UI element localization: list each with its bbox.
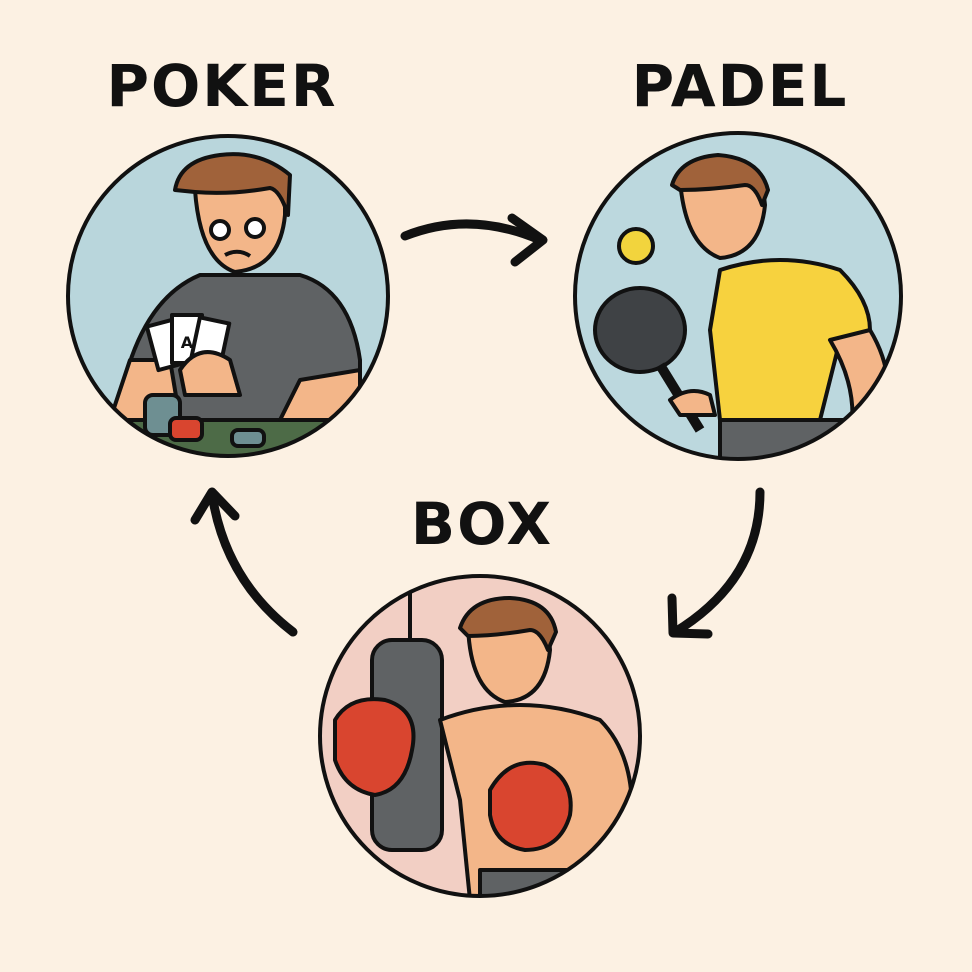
boxer-hair <box>458 596 558 652</box>
poker-chips <box>230 428 266 448</box>
padel-illustration <box>573 131 903 461</box>
padel-hair <box>670 153 770 207</box>
boxing-glove-right <box>488 760 573 852</box>
box-label: BOX <box>410 490 554 558</box>
arrow-padel-to-box <box>667 487 765 639</box>
padel-ball <box>617 227 655 265</box>
arrow-poker-to-padel <box>400 213 548 267</box>
poker-table <box>68 418 388 456</box>
arrow-box-to-poker <box>190 487 298 637</box>
box-illustration <box>318 574 642 898</box>
padel-label: PADEL <box>631 52 849 120</box>
padel-racket <box>593 286 687 374</box>
boxing-glove-left <box>333 697 416 797</box>
poker-hair <box>173 152 292 217</box>
poker-chips <box>168 416 204 442</box>
card-letter: A <box>181 333 194 352</box>
poker-illustration: A <box>66 134 390 458</box>
poker-label: POKER <box>106 52 338 120</box>
